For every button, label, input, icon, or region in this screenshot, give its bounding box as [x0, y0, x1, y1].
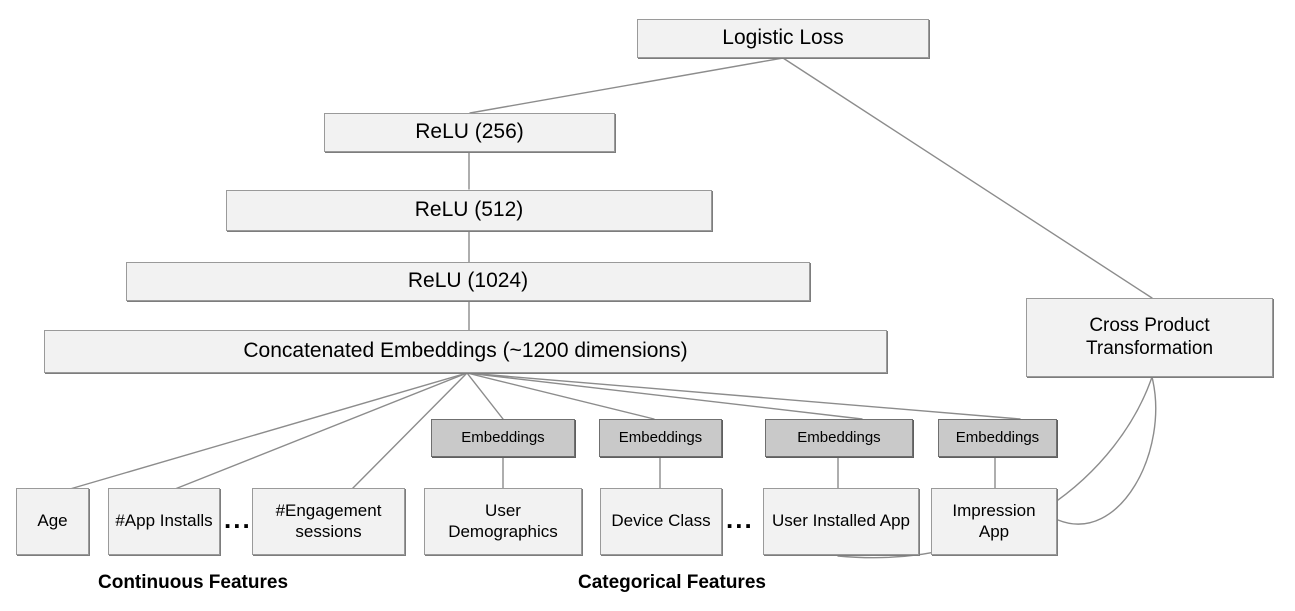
node-embeddings-4[interactable]: Embeddings — [938, 419, 1057, 457]
node-embeddings-1-label: Embeddings — [461, 429, 545, 447]
node-feature-user-demographics[interactable]: User Demographics — [424, 488, 582, 555]
node-feature-engagement-sessions-label: #Engagement sessions — [275, 501, 382, 541]
node-embeddings-1[interactable]: Embeddings — [431, 419, 575, 457]
node-relu-256[interactable]: ReLU (256) — [324, 113, 615, 152]
edge-concat-to-embeddings-4 — [466, 372, 1021, 420]
node-feature-age[interactable]: Age — [16, 488, 89, 555]
edge-concat-to-embeddings-2 — [466, 372, 655, 420]
node-embeddings-2[interactable]: Embeddings — [599, 419, 722, 457]
node-feature-user-installed-app-label: User Installed App — [772, 511, 910, 531]
label-categorical-features: Categorical Features — [578, 572, 766, 593]
node-relu-1024[interactable]: ReLU (1024) — [126, 262, 810, 301]
ellipsis-categorical: ... — [726, 504, 754, 534]
node-feature-age-label: Age — [37, 511, 68, 531]
edge-loss-to-relu256 — [469, 57, 784, 114]
node-logistic-loss[interactable]: Logistic Loss — [637, 19, 929, 58]
node-feature-engagement-sessions[interactable]: #Engagement sessions — [252, 488, 405, 555]
node-embeddings-2-label: Embeddings — [618, 429, 703, 447]
edge-cross-to-impression-app — [1057, 376, 1157, 525]
edge-concat-to-embeddings-3 — [466, 372, 863, 420]
node-feature-user-installed-app[interactable]: User Installed App — [763, 488, 919, 555]
node-feature-user-demographics-label: User Demographics — [448, 501, 558, 541]
node-feature-device-class[interactable]: Device Class — [600, 488, 722, 555]
edge-concat-to-age — [69, 372, 468, 490]
node-embeddings-3[interactable]: Embeddings — [765, 419, 913, 457]
node-feature-impression-app-label: Impression App — [952, 501, 1036, 541]
node-concatenated-embeddings[interactable]: Concatenated Embeddings (~1200 dimension… — [44, 330, 887, 373]
node-logistic-loss-label: Logistic Loss — [722, 26, 844, 50]
node-feature-device-class-label: Device Class — [611, 511, 711, 531]
node-feature-app-installs[interactable]: #App Installs — [108, 488, 220, 555]
node-embeddings-3-label: Embeddings — [797, 429, 881, 447]
node-relu-512[interactable]: ReLU (512) — [226, 190, 712, 231]
edge-concat-to-app-installs — [174, 372, 468, 490]
label-continuous-features: Continuous Features — [98, 572, 289, 593]
node-relu-256-label: ReLU (256) — [415, 120, 524, 144]
node-concatenated-embeddings-label: Concatenated Embeddings (~1200 dimension… — [243, 339, 688, 363]
ellipsis-continuous: ... — [224, 504, 252, 534]
node-cross-product-transformation[interactable]: Cross Product Transformation — [1026, 298, 1273, 377]
edge-loss-to-cross — [782, 57, 1153, 299]
node-embeddings-4-label: Embeddings — [955, 429, 1040, 447]
node-relu-1024-label: ReLU (1024) — [407, 269, 529, 293]
node-relu-512-label: ReLU (512) — [414, 198, 524, 222]
edge-concat-to-embeddings-1 — [466, 372, 504, 420]
node-cross-product-transformation-label: Cross Product Transformation — [1085, 315, 1214, 359]
node-feature-app-installs-label: #App Installs — [115, 511, 213, 531]
node-feature-impression-app[interactable]: Impression App — [931, 488, 1057, 555]
